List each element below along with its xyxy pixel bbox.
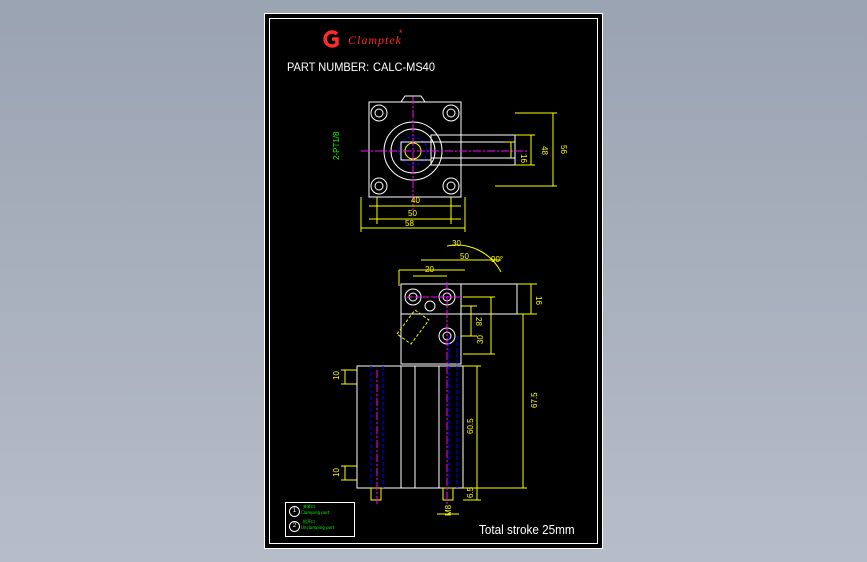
dim-side-20: 20 — [425, 265, 434, 274]
dim-side-6-5: 6.5 — [466, 486, 475, 498]
dim-side-m8: M8 — [444, 504, 453, 516]
side-view — [341, 244, 537, 515]
part-number-value: CALC-MS40 — [373, 60, 435, 74]
drawing-frame — [269, 18, 598, 544]
legend-en-1: Clamping port — [301, 510, 330, 515]
dim-side-16: 16 — [534, 296, 543, 305]
dim-side-50: 50 — [460, 252, 469, 261]
dim-top-16: 16 — [519, 154, 528, 163]
port-legend: 1 夹紧口 Clamping port 2 松开口 Unclamping por… — [285, 502, 355, 537]
dim-top-58: 58 — [405, 219, 414, 228]
clamptek-logo-icon — [323, 30, 339, 48]
legend-en-2: Unclamping port — [301, 525, 335, 530]
dim-top-56: 56 — [559, 145, 568, 154]
dim-top-48: 48 — [540, 146, 549, 155]
legend-row-unclamp: 2 松开口 Unclamping port — [288, 519, 352, 534]
dim-side-67-5: 67.5 — [530, 392, 539, 408]
legend-num-1: 1 — [289, 506, 300, 517]
legend-num-2: 2 — [289, 521, 300, 532]
dim-side-60-5: 60.5 — [466, 418, 475, 434]
dim-side-30: 30 — [452, 239, 461, 248]
legend-cn-2: 松开口 — [303, 519, 315, 524]
dim-side-10b: 10 — [332, 468, 341, 477]
brand-name: Clamptek — [348, 33, 402, 47]
brand-star: * — [399, 28, 403, 38]
dim-top-50: 50 — [408, 209, 417, 218]
dim-side-angle: 90° — [491, 255, 503, 264]
drawing-sheet: Clamptek * PART NUMBER: CALC-MS40 — [264, 13, 603, 549]
technical-drawing: 40 50 58 16 48 56 2-PT1/8 — [332, 95, 568, 516]
port-spec-label: 2-PT1/8 — [332, 131, 341, 160]
top-view — [360, 95, 557, 232]
stroke-note: Total stroke 25mm — [479, 522, 575, 537]
dim-side-28: 28 — [474, 317, 483, 326]
dim-side-10a: 10 — [332, 371, 341, 380]
legend-cn-1: 夹紧口 — [303, 504, 315, 509]
dim-side-30b: 30 — [476, 335, 485, 344]
part-number-label: PART NUMBER: — [287, 60, 370, 74]
legend-row-clamp: 1 夹紧口 Clamping port — [288, 504, 352, 519]
dim-top-40: 40 — [411, 196, 420, 205]
